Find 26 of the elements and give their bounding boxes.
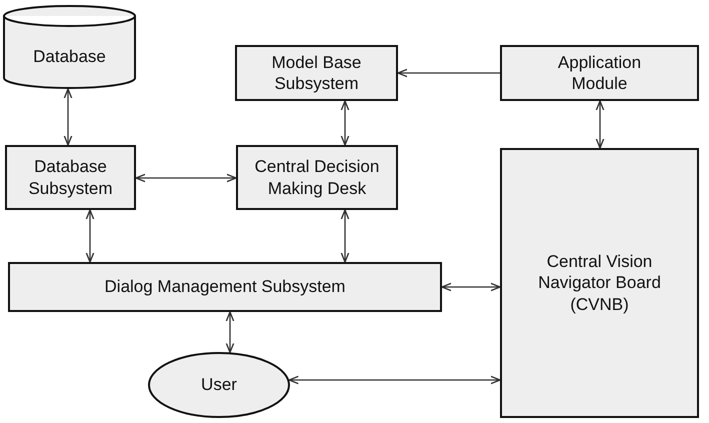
node-label: Application Module [556, 52, 642, 94]
process-box [500, 45, 699, 101]
node-label: User [201, 374, 237, 396]
process-box [500, 148, 699, 418]
arrow [135, 174, 237, 182]
process-box [5, 145, 136, 210]
arrow [596, 100, 604, 149]
arrow [340, 209, 350, 263]
node-label: Dialog Management Subsystem [104, 276, 346, 298]
arrow [64, 88, 72, 146]
user-ellipse [148, 352, 290, 418]
arrow [226, 311, 234, 354]
process-box [8, 262, 442, 312]
arrow [397, 68, 500, 78]
node-label: Model Base Subsystem [270, 52, 362, 94]
arrow [441, 282, 501, 292]
node-label: Central Vision Navigator Board (CVNB) [537, 251, 662, 315]
node-label: Central Decision Making Desk [254, 156, 380, 199]
node-label: Database Subsystem [27, 156, 114, 199]
process-box [235, 45, 398, 101]
node-label: Database [33, 46, 106, 68]
arrow [340, 100, 350, 146]
process-box [236, 145, 398, 210]
arrow [288, 376, 501, 384]
database-cylinder [3, 5, 136, 89]
arrow [86, 209, 94, 263]
